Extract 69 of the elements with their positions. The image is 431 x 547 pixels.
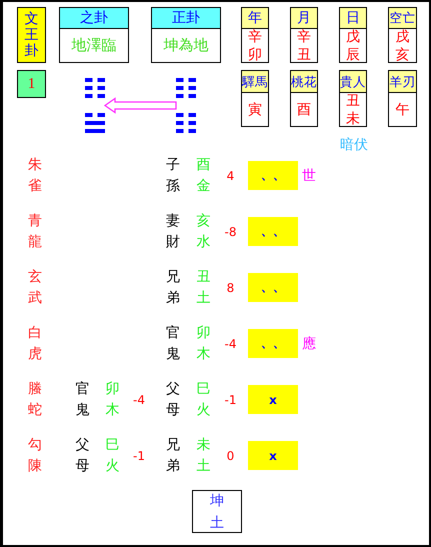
score-number: -4 (224, 337, 236, 351)
number-box: 1 (17, 70, 46, 98)
info-box (388, 7, 417, 63)
score-number: 4 (226, 169, 234, 183)
cell-text: 酉 (297, 100, 311, 118)
score-number: 8 (226, 281, 234, 295)
element-name: 卯木 (196, 324, 210, 364)
hexagram-name: 坤為地 (164, 36, 208, 55)
info-box (339, 70, 367, 127)
element-name: 卯木 (106, 380, 120, 420)
element-name: 未土 (196, 436, 210, 476)
beast-name: 朱雀 (28, 156, 42, 196)
beast-name: 青龍 (28, 212, 42, 252)
palace-box: 坤土 (192, 490, 242, 533)
cell-text: 辛卯 (248, 28, 262, 64)
cell-text: 丑未 (346, 92, 360, 128)
header-cell: 月 (291, 8, 317, 29)
beast-name: 玄武 (28, 268, 42, 308)
element-name: 巳火 (106, 436, 120, 476)
relation-name: 官鬼 (166, 324, 180, 364)
header-cell: 桃花 (291, 71, 317, 93)
info-box (339, 7, 367, 63)
relation-name: 子孫 (166, 156, 180, 196)
info-box (151, 7, 221, 63)
cell-text: 午 (396, 100, 410, 118)
info-box (290, 7, 318, 63)
header-cell: 空亡 (389, 8, 416, 29)
relation-name: 妻財 (166, 212, 180, 252)
beast-name: 勾陳 (28, 436, 42, 476)
beast-name: 螣蛇 (28, 380, 42, 420)
header-cell: 日 (340, 8, 366, 29)
score-number: 0 (226, 449, 234, 463)
header-cell: 年 (242, 8, 268, 29)
hexagram-name: 地澤臨 (72, 36, 116, 55)
side-label: 應 (302, 334, 316, 352)
relation-name: 兄弟 (166, 268, 180, 308)
element-name: 丑土 (196, 268, 210, 308)
element-name: 巳火 (196, 380, 210, 420)
relation-name: 官鬼 (76, 380, 90, 420)
relation-name: 兄弟 (166, 436, 180, 476)
side-label: 世 (302, 166, 316, 184)
hexagram (176, 78, 196, 133)
header-cell: 貴人 (340, 71, 366, 93)
header-cell: 正卦 (152, 8, 220, 29)
element-name: 酉金 (196, 156, 210, 196)
beast-name: 白虎 (28, 324, 42, 364)
info-box (388, 70, 417, 127)
header-cell: 羊刃 (389, 71, 416, 93)
info-box (241, 7, 269, 63)
score-number: -1 (133, 449, 145, 463)
header-cell: 之卦 (60, 8, 128, 29)
score-number: -1 (224, 393, 236, 407)
title-box: 文王卦 (17, 7, 46, 63)
cell-text: 寅 (248, 100, 262, 118)
info-box (59, 7, 129, 63)
info-box (290, 70, 318, 127)
relation-name: 父母 (166, 380, 180, 420)
arrow (104, 97, 177, 114)
cell-text: 戊辰 (346, 28, 360, 64)
info-box (241, 70, 269, 127)
element-name: 亥水 (196, 212, 210, 252)
score-number: -4 (133, 393, 145, 407)
relation-name: 父母 (76, 436, 90, 476)
cell-text: 辛丑 (297, 28, 311, 64)
header-cell: 驛馬 (242, 71, 268, 93)
hexagram (85, 78, 105, 133)
column-heading: 暗伏 (340, 136, 368, 154)
cell-text: 戌亥 (396, 28, 410, 64)
score-number: -8 (224, 225, 236, 239)
